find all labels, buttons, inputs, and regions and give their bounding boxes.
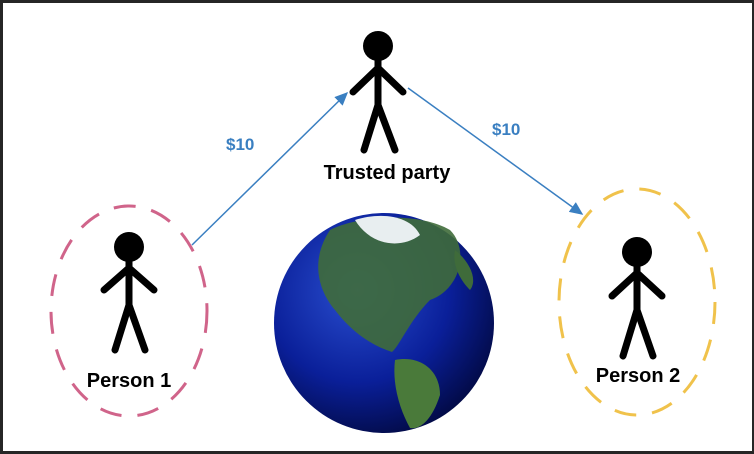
edge-label-2: $10: [492, 120, 520, 139]
person1-ring: [49, 204, 209, 418]
person2-label: Person 2: [596, 365, 680, 387]
person2-ring: [557, 187, 717, 417]
diagram: $10 $10 Trusted party Person 1: [49, 31, 717, 433]
person1-figure-icon: [100, 232, 158, 354]
trusted-party-label: Trusted party: [324, 162, 452, 184]
diagram-canvas: $10 $10 Trusted party Person 1: [3, 3, 752, 451]
arrow-trusted-to-person2: [407, 87, 584, 215]
earth-globe-icon: [274, 213, 494, 433]
trusted-party-figure-icon: [349, 31, 407, 154]
edge-label-1: $10: [226, 135, 254, 154]
person2-figure-icon: [608, 237, 666, 360]
person1-label: Person 1: [87, 370, 171, 392]
arrow-person1-to-trusted: [191, 91, 349, 246]
